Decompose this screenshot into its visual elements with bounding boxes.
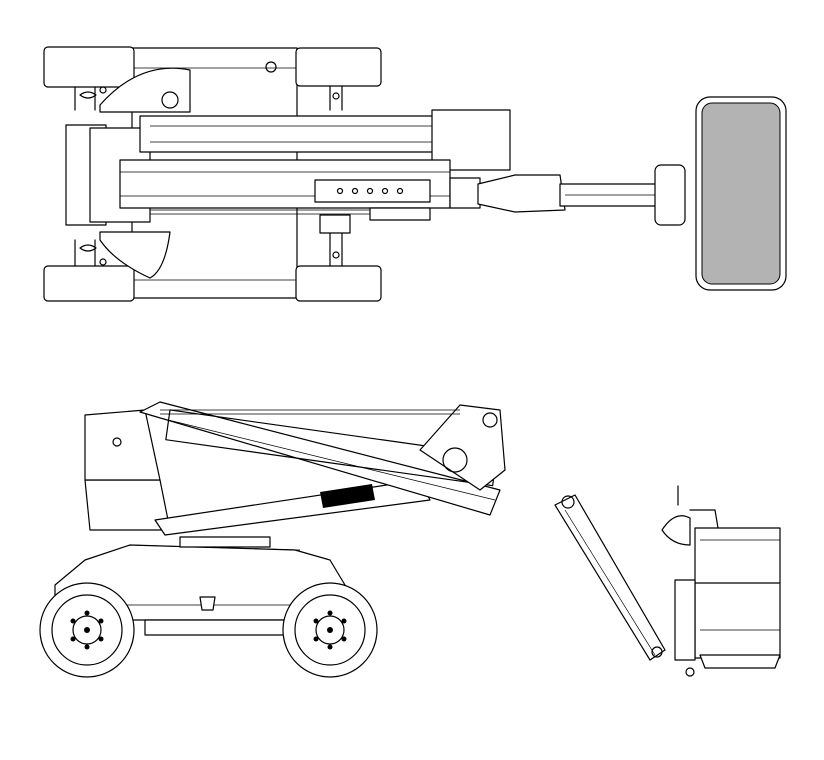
turret-upper bbox=[84, 409, 161, 481]
chassis-skirt bbox=[144, 619, 286, 636]
top-view bbox=[43, 46, 787, 302]
wheel-front-left bbox=[43, 46, 135, 88]
platform-deck-top bbox=[701, 102, 781, 285]
boom-knuckle-side bbox=[419, 404, 506, 491]
platform-mount-top bbox=[654, 164, 686, 226]
jib-arm-top bbox=[477, 174, 566, 213]
lower-boom-side bbox=[154, 479, 431, 536]
turret-base bbox=[179, 536, 271, 548]
turntable-upper bbox=[99, 67, 191, 113]
wheel-front-side bbox=[39, 582, 135, 678]
wheel-front-right bbox=[43, 265, 135, 302]
wheel-rear-right bbox=[295, 265, 382, 302]
jib-arm-side bbox=[554, 494, 666, 661]
side-view bbox=[39, 401, 781, 678]
platform-rotator bbox=[674, 579, 696, 661]
upper-boom-side bbox=[139, 401, 501, 516]
platform-basket-side bbox=[694, 527, 781, 659]
steering-linkage bbox=[74, 85, 343, 267]
wheel-rear-left bbox=[295, 47, 382, 87]
turntable-lower bbox=[99, 231, 171, 279]
platform-control-box bbox=[661, 515, 691, 546]
wheel-rear-side bbox=[282, 582, 378, 678]
